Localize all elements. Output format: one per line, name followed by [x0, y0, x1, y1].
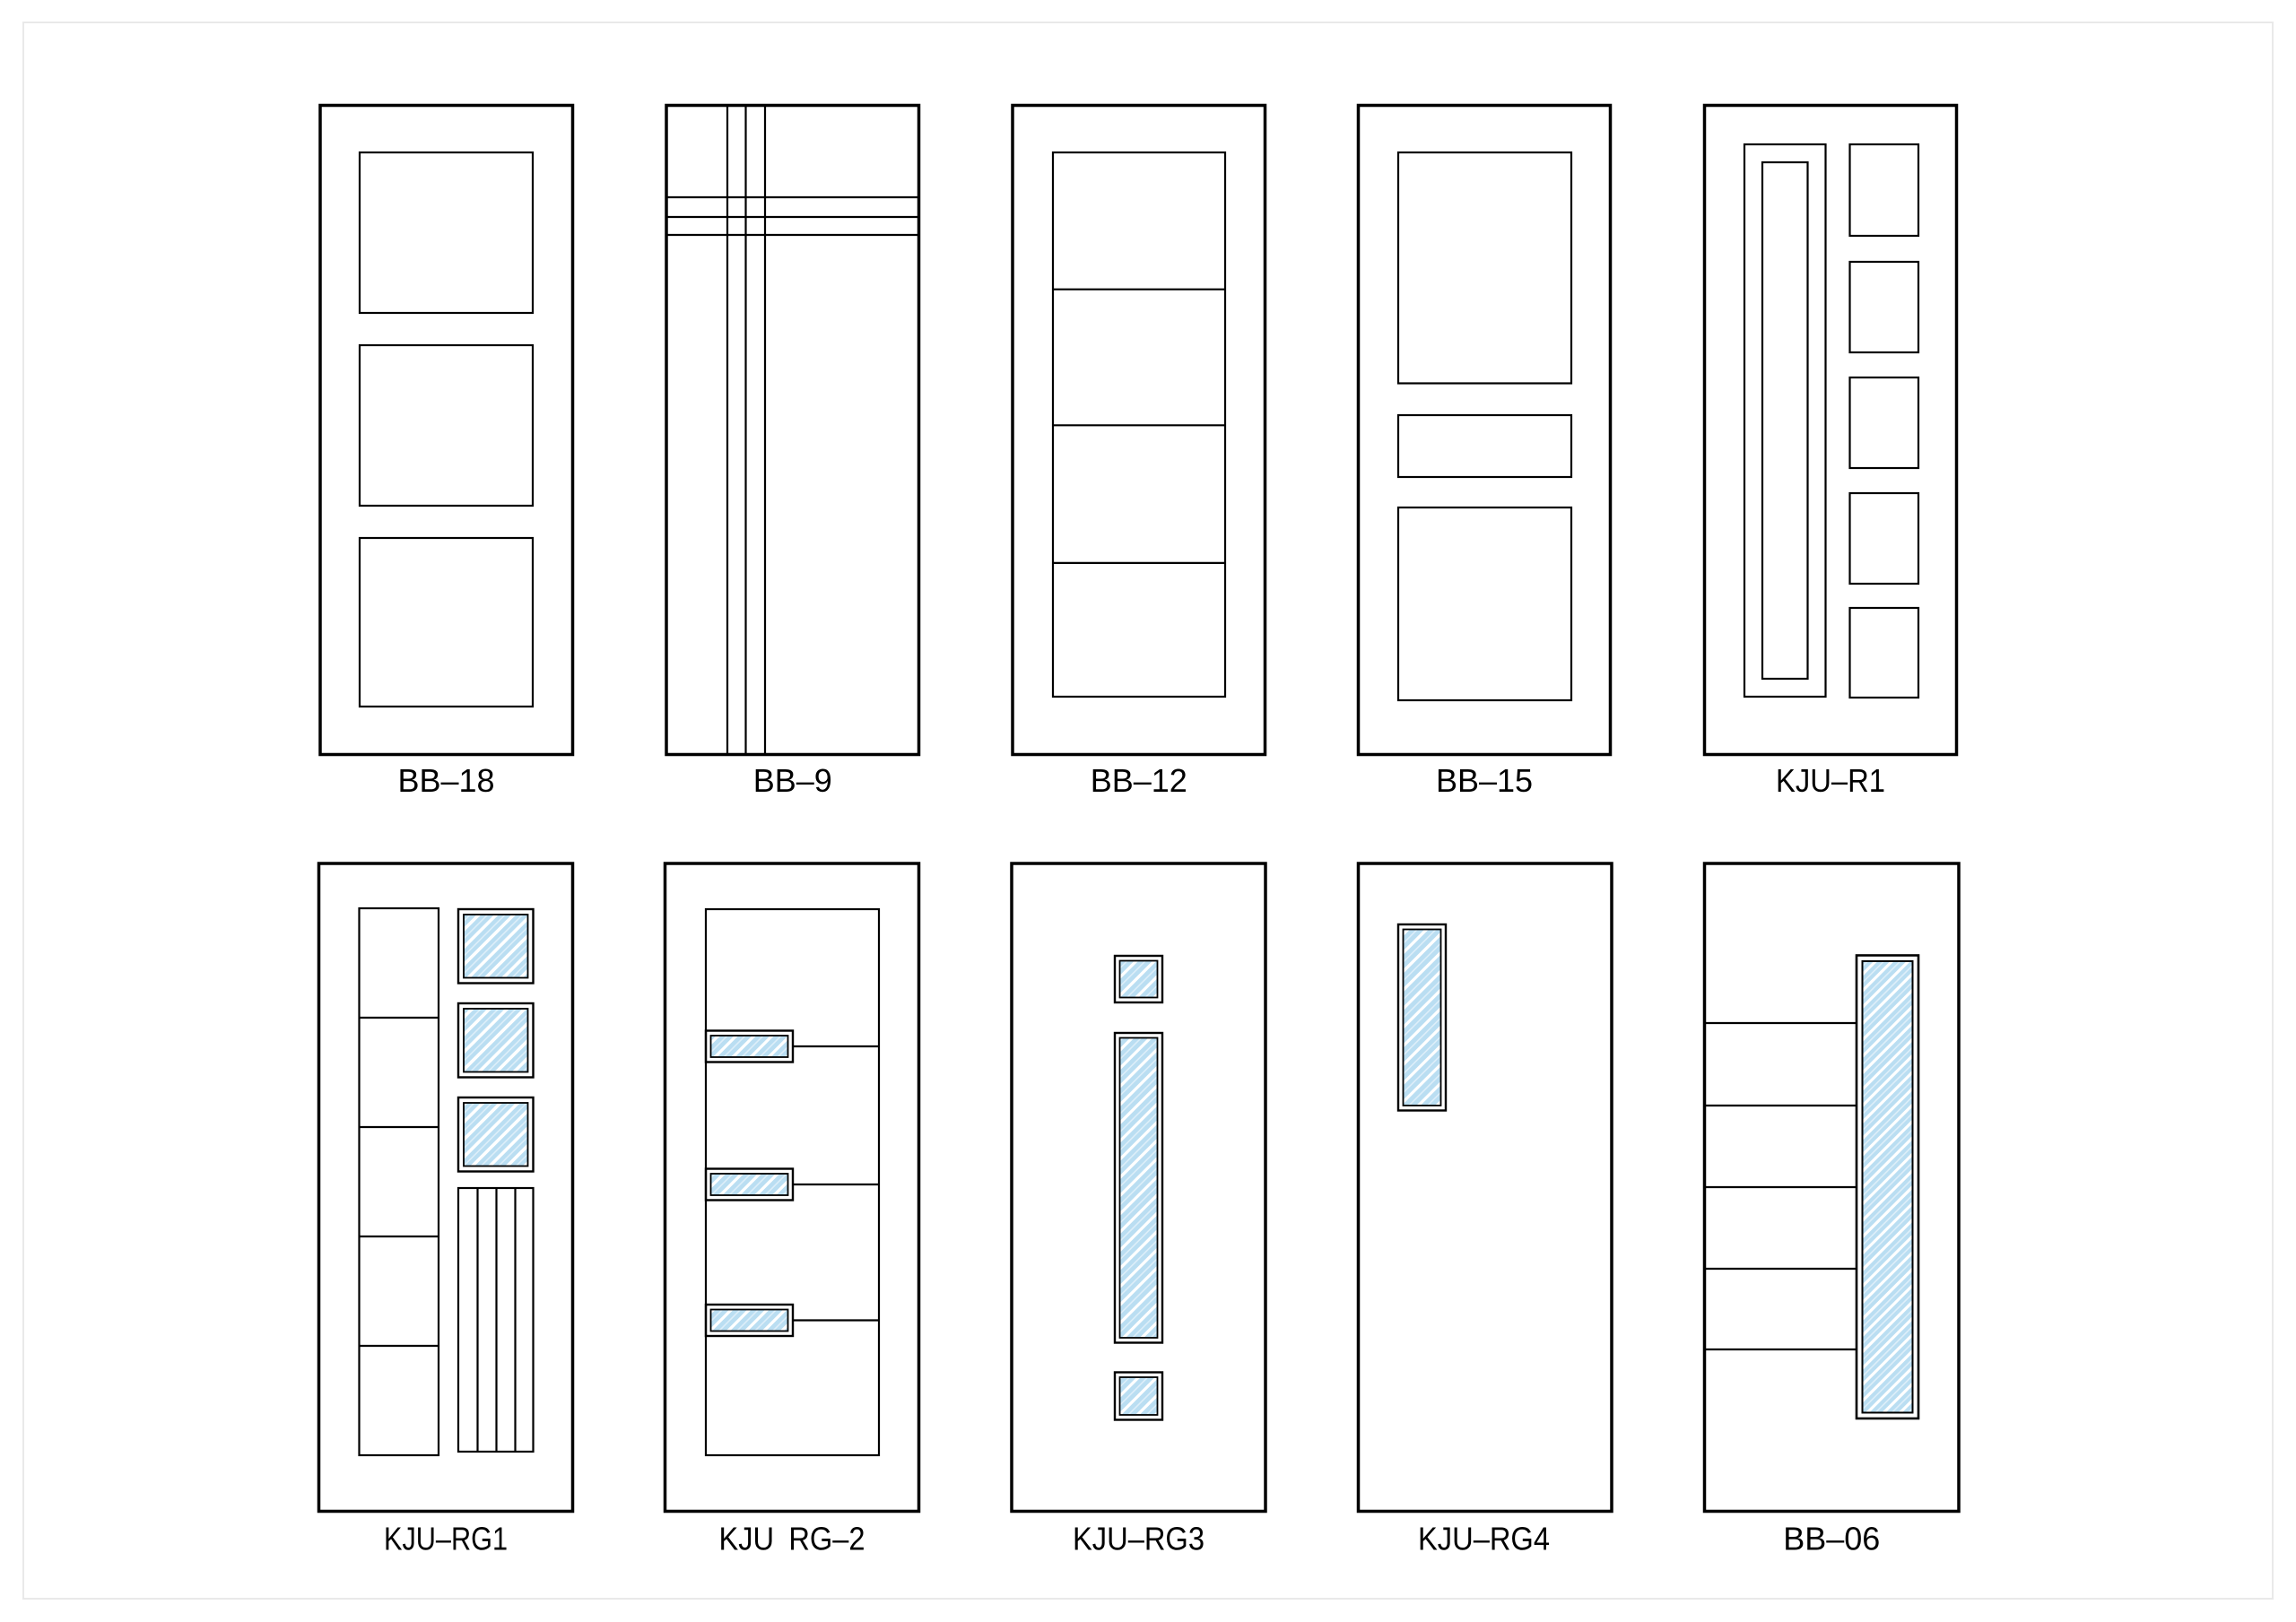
svg-text:KJU–RG4: KJU–RG4	[1418, 1521, 1550, 1557]
svg-text:KJU–R1: KJU–R1	[1776, 762, 1885, 799]
svg-text:BB–06: BB–06	[1783, 1521, 1880, 1557]
svg-text:BB–9: BB–9	[753, 762, 832, 799]
svg-text:BB–15: BB–15	[1436, 762, 1533, 799]
svg-text:BB–12: BB–12	[1091, 762, 1187, 799]
svg-text:BB–18: BB–18	[397, 762, 494, 799]
svg-text:KJU RG–2: KJU RG–2	[719, 1521, 865, 1557]
svg-text:KJU–RG1: KJU–RG1	[384, 1521, 508, 1557]
svg-text:KJU–RG3: KJU–RG3	[1073, 1521, 1205, 1557]
